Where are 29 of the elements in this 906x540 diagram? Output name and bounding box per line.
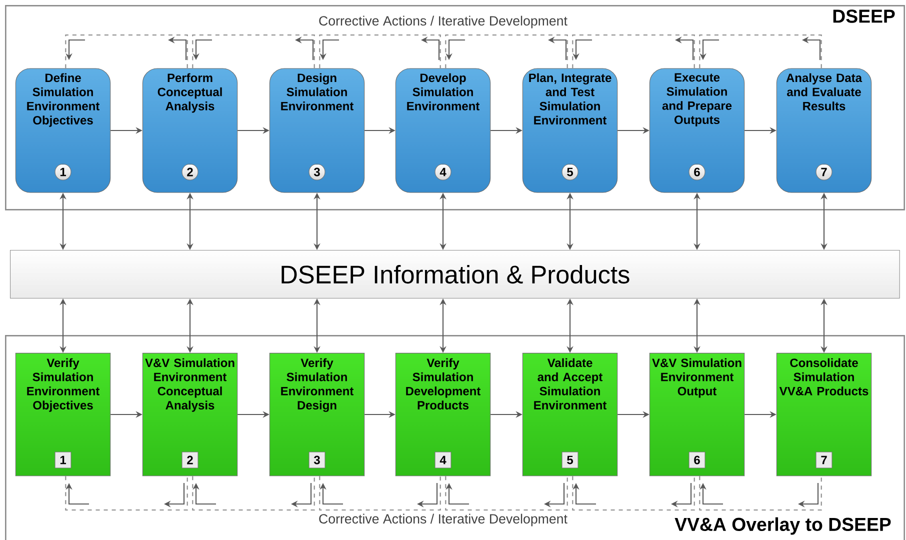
feedback-line: [319, 476, 441, 511]
process-box: Execute Simulation and Prepare Outputs 6: [649, 68, 745, 193]
process-box: Analyse Data and Evaluate Results 7: [776, 68, 872, 193]
process-box: Develop Simulation Environment 4: [395, 68, 491, 193]
process-box: Define Simulation Environment Objectives 1: [15, 68, 111, 193]
verification-box: Verify Simulation Environment Objectives 1: [15, 352, 111, 476]
feedback-line: [319, 34, 441, 68]
caption-text: Corrective Actions / Iterative Development: [319, 514, 568, 526]
feedback-line: [445, 34, 568, 68]
feedback-line: [699, 34, 822, 68]
process-box: Design Simulation Environment 3: [269, 68, 365, 193]
verification-box: V&V Simulation Environment Output 6: [649, 352, 745, 476]
process-box: Perform Conceptual Analysis 2: [142, 68, 238, 193]
feedback-line: [65, 34, 188, 68]
feedback-line: [192, 34, 315, 68]
verification-box: V&V Simulation Environment Conceptual Analysis 2: [142, 352, 238, 476]
verification-box: Verify Simulation Development Products 4: [395, 352, 491, 476]
feedback-line: [65, 476, 188, 511]
info-band: DSEEP Information & Products: [10, 250, 900, 299]
feedback-line: [699, 476, 822, 511]
caption-text: Corrective Actions / Iterative Development: [319, 16, 568, 28]
verification-box: Validate and Accept Simulation Environment 5: [522, 352, 618, 476]
verification-box: Consolidate Simulation VV&A Products 7: [776, 352, 872, 476]
feedback-line: [572, 476, 695, 511]
process-box: Plan, Integrate and Test Simulation Environment 5: [522, 68, 618, 193]
feedback-line: [445, 476, 568, 511]
feedback-line: [572, 34, 695, 68]
verification-box: Verify Simulation Environment Design 3: [269, 352, 365, 476]
feedback-line: [192, 476, 315, 511]
